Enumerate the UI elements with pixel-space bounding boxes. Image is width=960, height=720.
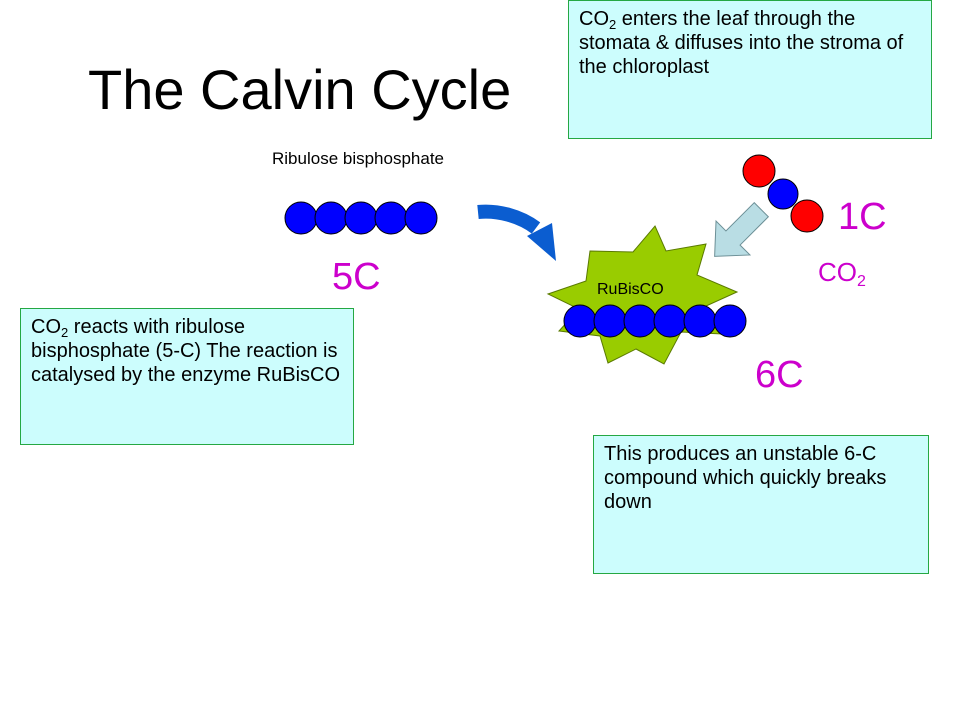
unstable-compound-text: This produces an unstable 6-C compound w…: [604, 443, 887, 513]
carbon-atom: [713, 304, 747, 338]
carbon-atom: [653, 304, 687, 338]
carbon-atom: [683, 304, 717, 338]
one-carbon-label: 1C: [838, 196, 887, 238]
co2-label-subscript: 2: [857, 273, 866, 290]
co2-reacts-textbox: CO2 reacts with ribulose bisphosphate (5…: [20, 308, 354, 445]
six-carbon-label: 6C: [755, 354, 804, 396]
carbon-atom: [593, 304, 627, 338]
six-carbon-compound-molecule: [563, 304, 747, 338]
co2-enters-text: enters the leaf through the stomata & di…: [579, 8, 904, 78]
co2-enters-prefix: CO: [579, 8, 609, 30]
carbon-atom: [404, 201, 438, 235]
carbon-atom: [344, 201, 378, 235]
co2-reacts-subscript: 2: [61, 325, 69, 340]
carbon-atom: [284, 201, 318, 235]
oxygen-atom: [742, 154, 776, 188]
page-title: The Calvin Cycle: [88, 58, 512, 121]
co2-label-text: CO: [818, 257, 857, 287]
co2-enters-subscript: 2: [609, 17, 617, 32]
curved-arrow-icon: [477, 204, 556, 261]
co2-enters-leaf-textbox: CO2 enters the leaf through the stomata …: [568, 0, 932, 139]
carbon-atom: [623, 304, 657, 338]
co2-label: CO2: [818, 257, 866, 290]
diffusion-arrow-icon: [714, 201, 770, 257]
co2-reacts-prefix: CO: [31, 316, 61, 338]
carbon-atom: [374, 201, 408, 235]
ribulose-bisphosphate-molecule: [284, 201, 438, 235]
co2-reacts-text: reacts with ribulose bisphosphate (5-C) …: [31, 316, 341, 386]
co2-molecule: [742, 154, 824, 233]
unstable-compound-textbox: This produces an unstable 6-C compound w…: [593, 435, 929, 574]
rubisco-label: RuBisCO: [597, 281, 664, 298]
carbon-atom: [314, 201, 348, 235]
ribulose-bisphosphate-label: Ribulose bisphosphate: [272, 149, 445, 168]
carbon-atom: [767, 178, 799, 210]
oxygen-atom: [790, 199, 824, 233]
five-carbon-label: 5C: [332, 256, 381, 298]
carbon-atom: [563, 304, 597, 338]
